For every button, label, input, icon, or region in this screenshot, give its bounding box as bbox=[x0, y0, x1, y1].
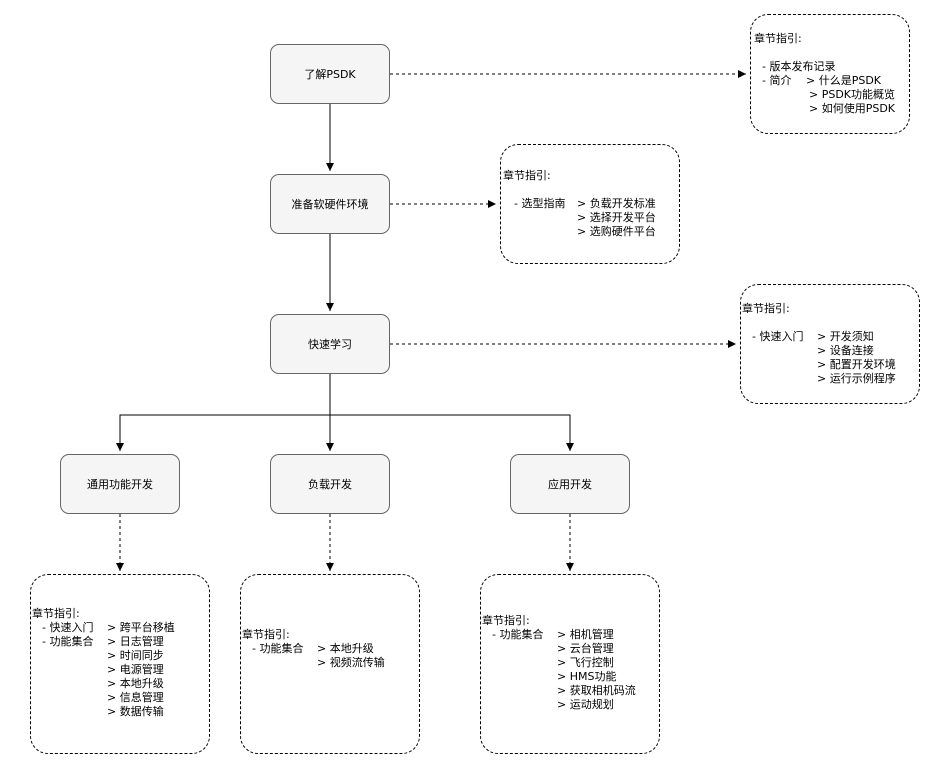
note-item: > 配置开发环境 bbox=[817, 358, 896, 371]
note-prepare-environment: 章节指引: - 选型指南 > 负载开发标准 > 选择开发平台 > 选购硬件平台 bbox=[500, 144, 680, 264]
note-item: > 如何使用PSDK bbox=[809, 102, 896, 115]
node-app-development-label: 应用开发 bbox=[548, 478, 592, 491]
note-general-development: 章节指引: - 快速入门 - 功能集合 > 跨平台移植 > 日志管理 > 时间同… bbox=[30, 574, 210, 754]
note-category: - 快速入门 bbox=[42, 621, 94, 634]
note-category: - 快速入门 bbox=[752, 330, 804, 343]
note-item: > 设备连接 bbox=[817, 344, 874, 357]
note-item-list: > 负载开发标准 > 选择开发平台 > 选购硬件平台 bbox=[577, 197, 656, 239]
note-item: > 本地升级 bbox=[317, 642, 374, 655]
note-item: > 负载开发标准 bbox=[577, 197, 656, 210]
note-item-list: > 什么是PSDK > PSDK功能概览 > 如何使用PSDK bbox=[806, 74, 895, 116]
node-general-development[interactable]: 通用功能开发 bbox=[60, 454, 180, 514]
note-item: > 本地升级 bbox=[107, 677, 164, 690]
note-item: > HMS功能 bbox=[557, 670, 617, 683]
node-payload-development[interactable]: 负载开发 bbox=[270, 454, 390, 514]
note-item: > 时间同步 bbox=[107, 649, 164, 662]
note-item: > 获取相机码流 bbox=[557, 684, 636, 697]
edge-quickstart-app bbox=[330, 414, 574, 451]
note-understand-psdk: 章节指引: - 版本发布记录 - 简介 > 什么是PSDK > PSDK功能概览… bbox=[750, 14, 910, 134]
note-item: > 运行示例程序 bbox=[817, 372, 896, 385]
note-item: > 选择开发平台 bbox=[577, 211, 656, 224]
note-category: - 选型指南 bbox=[514, 197, 566, 210]
note-item: > 什么是PSDK bbox=[806, 74, 882, 87]
note-title: 章节指引: bbox=[482, 614, 530, 627]
node-prepare-environment-label: 准备软硬件环境 bbox=[291, 198, 369, 211]
node-payload-development-label: 负载开发 bbox=[308, 478, 352, 491]
note-item: > 电源管理 bbox=[107, 663, 164, 676]
note-item-list: > 相机管理 > 云台管理 > 飞行控制 > HMS功能 > 获取相机码流 > … bbox=[557, 628, 636, 712]
node-understand-psdk[interactable]: 了解PSDK bbox=[270, 44, 390, 104]
note-title: 章节指引: bbox=[503, 169, 551, 182]
note-item: > 运动规划 bbox=[557, 698, 614, 711]
node-general-development-label: 通用功能开发 bbox=[87, 478, 153, 491]
note-item: > 选购硬件平台 bbox=[577, 225, 656, 238]
note-app-development: 章节指引: - 功能集合 > 相机管理 > 云台管理 > 飞行控制 > HMS功… bbox=[480, 574, 660, 754]
note-item: > 视频流传输 bbox=[317, 656, 385, 669]
edge-quickstart-general bbox=[116, 414, 330, 451]
note-category: - 版本发布记录 bbox=[762, 60, 836, 73]
note-item: > PSDK功能概览 bbox=[809, 88, 896, 101]
note-title: 章节指引: bbox=[242, 628, 290, 641]
node-quick-learning-label: 快速学习 bbox=[308, 338, 352, 351]
note-category: - 功能集合 bbox=[252, 642, 304, 655]
note-item: > 日志管理 bbox=[107, 635, 164, 648]
note-item: > 飞行控制 bbox=[557, 656, 614, 669]
node-understand-psdk-label: 了解PSDK bbox=[304, 68, 356, 81]
note-item: > 相机管理 bbox=[557, 628, 614, 641]
note-item-list: > 跨平台移植 > 日志管理 > 时间同步 > 电源管理 > 本地升级 > 信息… bbox=[107, 621, 175, 719]
note-item: > 云台管理 bbox=[557, 642, 614, 655]
note-item-list: > 开发须知 > 设备连接 > 配置开发环境 > 运行示例程序 bbox=[817, 330, 896, 386]
note-payload-development: 章节指引: - 功能集合 > 本地升级 > 视频流传输 bbox=[240, 574, 420, 754]
note-item: > 开发须知 bbox=[817, 330, 874, 343]
note-category: - 功能集合 bbox=[492, 628, 544, 641]
node-quick-learning[interactable]: 快速学习 bbox=[270, 314, 390, 374]
note-item-list: > 本地升级 > 视频流传输 bbox=[317, 642, 385, 670]
note-quick-learning: 章节指引: - 快速入门 > 开发须知 > 设备连接 > 配置开发环境 > 运行… bbox=[740, 284, 920, 404]
node-app-development[interactable]: 应用开发 bbox=[510, 454, 630, 514]
note-category: - 功能集合 bbox=[42, 635, 94, 648]
note-item: > 数据传输 bbox=[107, 705, 164, 718]
note-category: - 简介 bbox=[762, 74, 792, 87]
note-item: > 信息管理 bbox=[107, 691, 164, 704]
note-item: > 跨平台移植 bbox=[107, 621, 175, 634]
node-prepare-environment[interactable]: 准备软硬件环境 bbox=[270, 174, 390, 234]
note-title: 章节指引: bbox=[742, 302, 790, 315]
note-title: 章节指引: bbox=[32, 607, 80, 620]
note-title: 章节指引: bbox=[754, 32, 802, 45]
